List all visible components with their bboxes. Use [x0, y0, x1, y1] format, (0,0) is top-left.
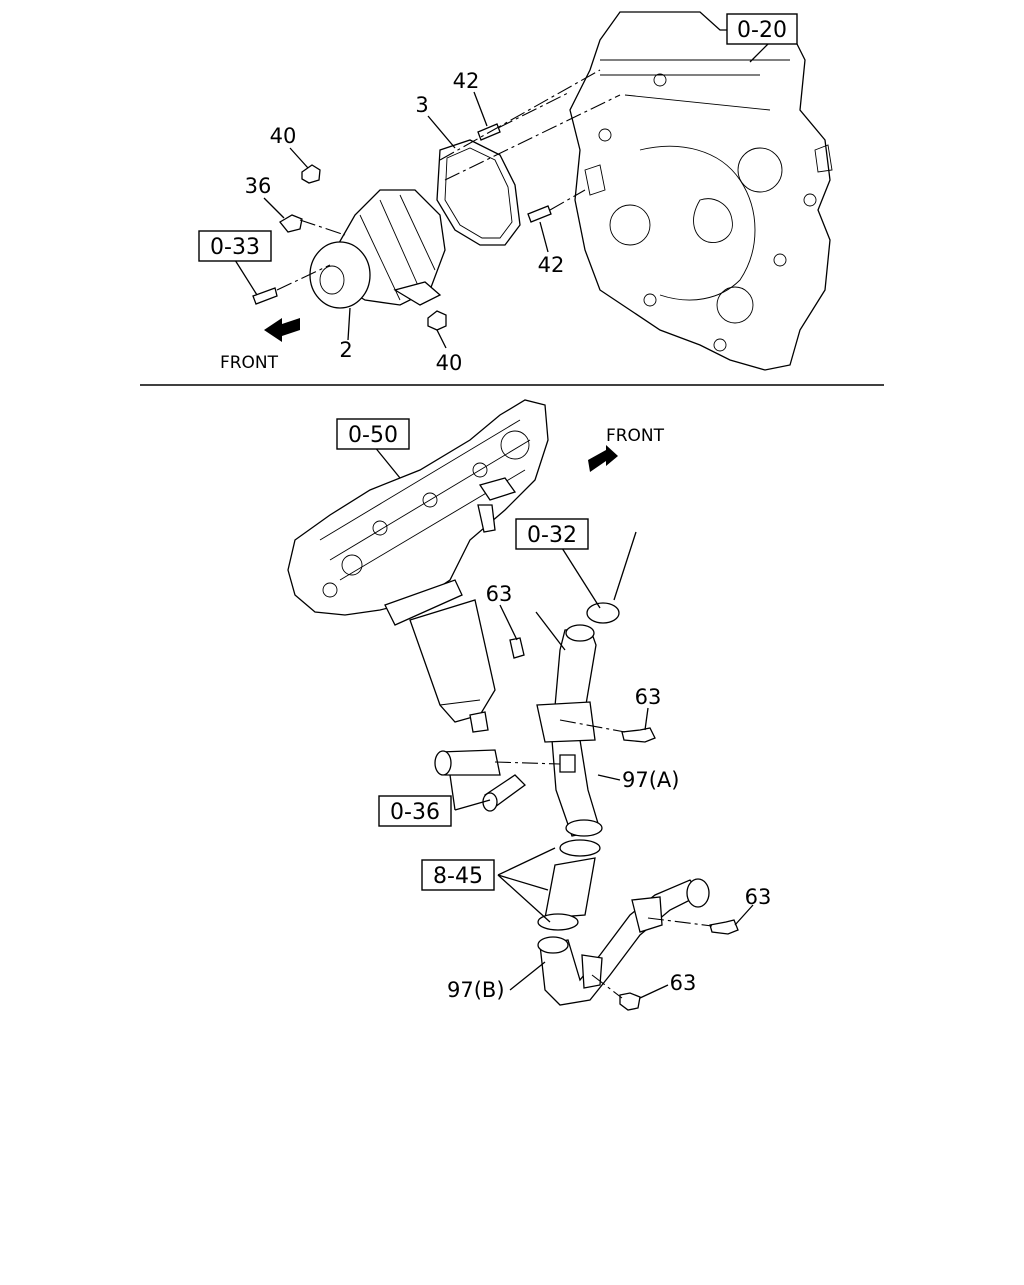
gasket-drawing — [436, 139, 521, 246]
ref-8-45: 8-45 — [433, 864, 483, 889]
label-2: 2 — [339, 338, 352, 362]
ring-0-32 — [586, 602, 620, 624]
bolts-63-drawing — [509, 637, 739, 1011]
ref-box-0-50: 0-50 — [336, 418, 410, 450]
label-3: 3 — [415, 93, 428, 117]
label-40-top: 40 — [270, 124, 297, 148]
label-63-d: 63 — [670, 971, 697, 995]
ref-box-0-36: 0-36 — [378, 795, 452, 827]
front-arrow-top: FRONT — [220, 318, 300, 373]
ref-box-0-32: 0-32 — [515, 518, 589, 550]
pipe-97b-drawing — [537, 878, 710, 1006]
label-42-bottom: 42 — [538, 253, 565, 277]
label-36: 36 — [245, 174, 272, 198]
label-42-top: 42 — [453, 69, 480, 93]
ref-0-50: 0-50 — [348, 423, 398, 448]
hose-8-45-drawing — [537, 839, 601, 931]
pipe-97a-drawing — [536, 624, 603, 837]
ref-0-20: 0-20 — [737, 18, 787, 43]
alignment-lines-top — [276, 69, 621, 291]
label-63-a: 63 — [486, 582, 513, 606]
front-label-bottom: FRONT — [606, 426, 665, 446]
ref-0-32: 0-32 — [527, 523, 577, 548]
label-63-c: 63 — [745, 885, 772, 909]
leader-lines-bottom — [373, 445, 754, 999]
oil-filter-drawing — [384, 579, 496, 733]
ref-0-36: 0-36 — [390, 800, 440, 825]
front-arrow-bottom: FRONT — [588, 426, 665, 472]
water-pump-drawing — [309, 189, 446, 309]
label-97a: 97(A) — [622, 768, 679, 792]
timing-gear-case-drawing — [569, 11, 833, 371]
alignment-lines-bottom — [494, 719, 713, 999]
label-63-b: 63 — [635, 685, 662, 709]
front-label-top: FRONT — [220, 353, 279, 373]
ref-box-0-33: 0-33 — [198, 230, 272, 262]
oil-cooler-housing-drawing — [287, 399, 549, 616]
ref-box-8-45: 8-45 — [421, 859, 495, 891]
label-40-bottom: 40 — [436, 351, 463, 375]
leader-lines-top — [234, 41, 771, 349]
connectors-0-36-drawing — [434, 749, 576, 812]
label-97b: 97(B) — [447, 978, 505, 1002]
ref-box-0-20: 0-20 — [726, 13, 798, 45]
ref-0-33: 0-33 — [210, 235, 260, 260]
